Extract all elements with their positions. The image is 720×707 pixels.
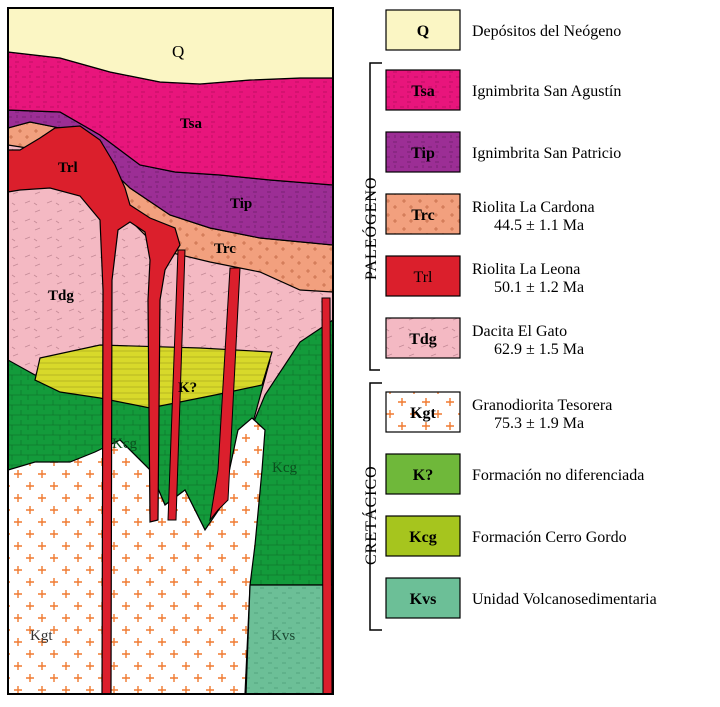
unit-trl-area xyxy=(8,125,181,694)
label-kgt: Kgt xyxy=(30,628,53,644)
label-tip: Tip xyxy=(230,196,252,212)
legend-code-trl: Trl xyxy=(414,269,434,286)
era-cretaceous: CRETÁCICO xyxy=(361,465,380,565)
legend-code-kgt: Kgt xyxy=(410,405,436,422)
unit-kgt-area xyxy=(8,417,266,694)
label-trc: Trc xyxy=(214,241,236,257)
legend-swatch-kgt xyxy=(385,391,461,433)
legend-desc-tip: Ignimbrita San Patricio xyxy=(472,145,621,162)
legend-swatch-tdg xyxy=(385,317,461,359)
legend-desc-tsa: Ignimbrita San Agustín xyxy=(472,83,621,100)
label-kcg-left: Kcg xyxy=(112,436,137,452)
geologic-cross-section xyxy=(8,8,333,694)
legend-code-kq: K? xyxy=(413,467,433,484)
legend-swatch-tsa xyxy=(385,69,461,111)
dyke-2 xyxy=(209,267,241,522)
legend-swatch-trc xyxy=(385,193,461,235)
label-trl: Trl xyxy=(58,160,78,176)
cretaceous-bracket xyxy=(369,382,382,631)
legend-code-kcg: Kcg xyxy=(409,529,437,546)
legend-swatch-trl xyxy=(385,255,461,297)
label-q: Q xyxy=(172,42,184,61)
dyke-1 xyxy=(167,249,186,521)
legend-age-kgt: 75.3 ± 1.9 Ma xyxy=(494,415,584,432)
legend-desc-kcg: Formación Cerro Gordo xyxy=(472,529,627,546)
legend-swatch-kq xyxy=(385,453,461,495)
legend-desc-kgt: Granodiorita Tesorera xyxy=(472,397,612,414)
legend-swatch-q xyxy=(385,9,461,51)
label-tdg: Tdg xyxy=(48,288,74,304)
legend-age-trc: 44.5 ± 1.1 Ma xyxy=(494,217,584,234)
legend-swatch-kcg xyxy=(385,515,461,557)
legend-code-q: Q xyxy=(417,23,429,40)
legend-code-kvs: Kvs xyxy=(410,591,437,608)
label-kcg-right: Kcg xyxy=(272,460,297,476)
unit-q-area xyxy=(8,8,333,85)
legend-code-tdg: Tdg xyxy=(409,331,437,348)
legend-swatch-tip xyxy=(385,131,461,173)
legend-swatch-kvs xyxy=(385,577,461,619)
legend-desc-q: Depósitos del Neógeno xyxy=(472,23,621,40)
dyke-3 xyxy=(321,297,333,694)
legend-desc-trl: Riolita La Leona xyxy=(472,261,580,278)
legend-desc-kvs: Unidad Volcanosedimentaria xyxy=(472,591,657,608)
paleogene-bracket xyxy=(369,62,382,371)
label-kq: K? xyxy=(178,380,197,396)
legend-code-tsa: Tsa xyxy=(411,83,434,100)
legend-code-trc: Trc xyxy=(411,207,434,224)
label-tsa: Tsa xyxy=(180,116,202,132)
era-paleogene: PALEÓGENO xyxy=(361,176,380,280)
legend-age-tdg: 62.9 ± 1.5 Ma xyxy=(494,341,584,358)
section-frame xyxy=(7,7,334,695)
legend-desc-trc: Riolita La Cardona xyxy=(472,199,595,216)
legend-code-tip: Tip xyxy=(411,145,435,162)
legend-age-trl: 50.1 ± 1.2 Ma xyxy=(494,279,584,296)
legend-desc-tdg: Dacita El Gato xyxy=(472,323,567,340)
label-kvs: Kvs xyxy=(271,628,295,644)
legend-desc-kq: Formación no diferenciada xyxy=(472,467,644,484)
